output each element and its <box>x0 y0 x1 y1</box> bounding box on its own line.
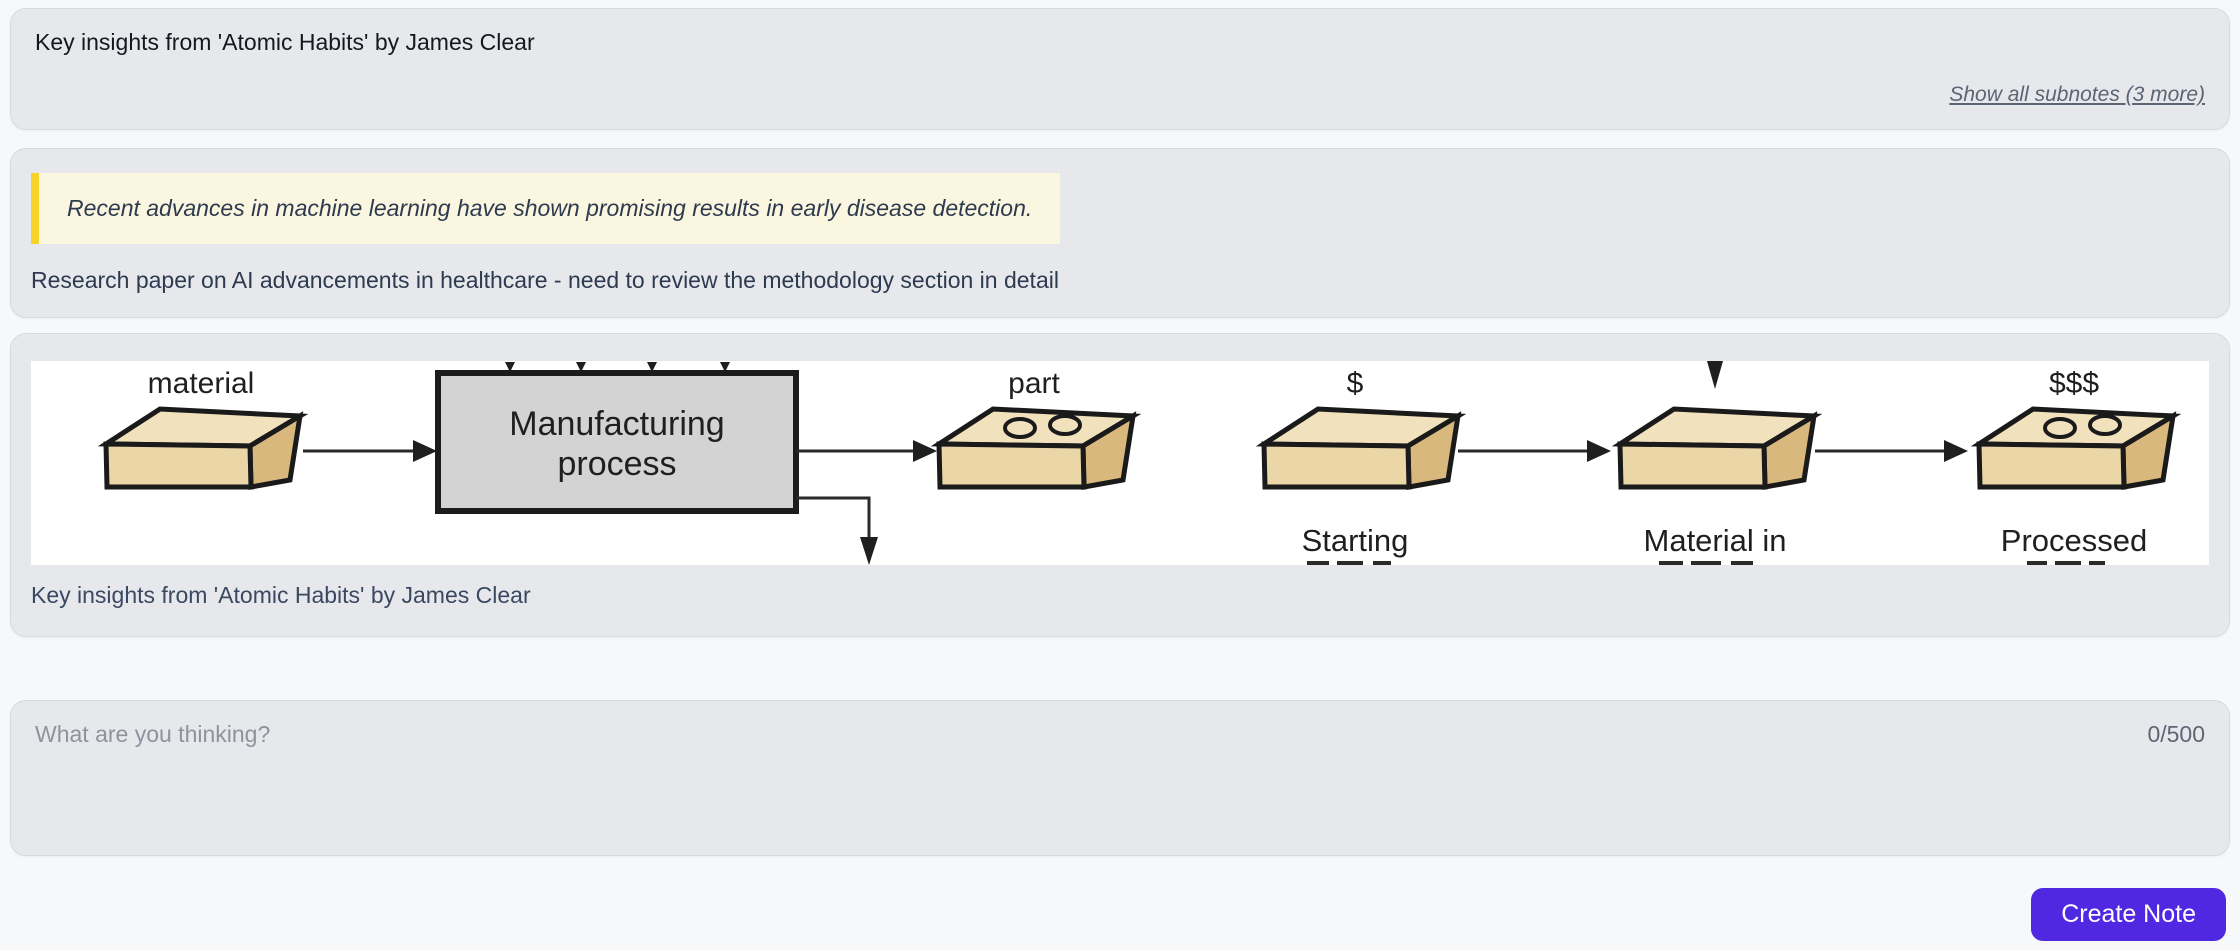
manufacturing-process-diagram: material <box>97 361 2182 565</box>
arrow-starting-to-material-in <box>1458 440 1611 462</box>
image-note-card: material <box>10 333 2230 637</box>
starting-material-box-illustration <box>1255 406 1467 490</box>
clipped-text-sliver <box>2027 561 2105 565</box>
processed-part-box-illustration <box>1970 406 2182 490</box>
note-input[interactable] <box>35 721 2124 835</box>
arrow-material-to-process <box>303 440 437 462</box>
note-text: Research paper on AI advancements in hea… <box>31 267 1059 293</box>
note-image: material <box>31 361 2209 565</box>
process-label-line2: process <box>557 445 676 483</box>
note-title: Key insights from 'Atomic Habits' by Jam… <box>35 29 535 55</box>
material-in-label: Material in <box>1644 523 1787 558</box>
material-box-illustration <box>97 406 309 490</box>
process-label-line1: Manufacturing <box>509 405 724 443</box>
part-label: part <box>1008 367 1060 400</box>
show-all-subnotes-link[interactable]: Show all subnotes (3 more) <box>1949 83 2205 106</box>
process-input-spike-arrow <box>1707 361 1723 389</box>
quote-note-card: Recent advances in machine learning have… <box>10 148 2230 318</box>
manufacturing-process-box: Manufacturing process <box>435 370 799 514</box>
dollars-label: $$$ <box>2049 367 2099 400</box>
starting-label: Starting <box>1302 523 1409 558</box>
part-box-illustration <box>930 406 1142 490</box>
dollar-label: $ <box>1347 367 1364 400</box>
create-note-button[interactable]: Create Note <box>2031 888 2226 941</box>
processed-label: Processed <box>2001 523 2147 558</box>
process-input-arrowheads <box>505 362 730 372</box>
char-counter: 0/500 <box>2147 721 2205 747</box>
material-in-box-illustration <box>1611 406 1823 490</box>
subnotes-row: Show all subnotes (3 more) <box>35 83 2205 107</box>
composer-card: 0/500 <box>10 700 2230 856</box>
clipped-text-sliver <box>1659 561 1753 565</box>
scrap-output-arrow <box>796 496 878 565</box>
clipped-text-sliver <box>1307 561 1391 565</box>
parent-note-card: Key insights from 'Atomic Habits' by Jam… <box>10 8 2230 130</box>
note-caption: Key insights from 'Atomic Habits' by Jam… <box>31 582 531 608</box>
material-label: material <box>148 367 255 400</box>
arrow-material-in-to-processed <box>1815 440 1968 462</box>
arrow-process-to-part <box>796 440 937 462</box>
actions-row: Create Note <box>10 888 2230 941</box>
highlighted-quote: Recent advances in machine learning have… <box>31 173 1061 244</box>
